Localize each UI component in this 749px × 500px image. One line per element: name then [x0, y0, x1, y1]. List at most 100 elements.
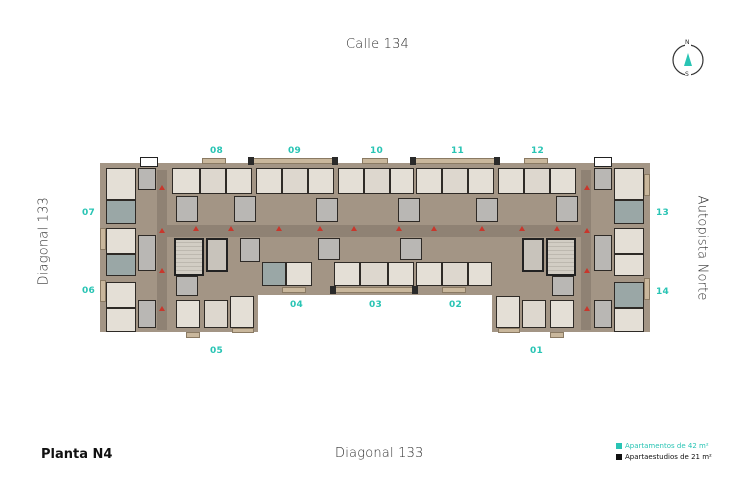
door-marker-icon — [519, 226, 525, 231]
door-marker-icon — [276, 226, 282, 231]
street-label-right: Autopista Norte — [694, 195, 710, 301]
room — [522, 300, 546, 328]
room — [468, 168, 494, 194]
pillar — [412, 286, 418, 294]
pillar — [594, 157, 612, 167]
legend-label: Apartaestudios de 21 m² — [625, 453, 712, 461]
door-marker-icon — [584, 268, 590, 273]
room — [442, 168, 468, 194]
room — [106, 254, 136, 276]
pillar — [140, 157, 158, 167]
pillar — [248, 157, 254, 165]
door-marker-icon — [193, 226, 199, 231]
balcony — [550, 332, 564, 338]
corridor-right — [581, 170, 591, 330]
room — [176, 300, 200, 328]
room — [106, 168, 136, 200]
room — [614, 308, 644, 332]
room — [106, 308, 136, 332]
unit-label-05: 05 — [210, 346, 224, 356]
balcony — [100, 280, 106, 302]
room — [468, 262, 492, 286]
unit-label-07: 07 — [82, 208, 96, 218]
room — [594, 300, 612, 328]
corridor-left — [157, 170, 167, 330]
door-marker-icon — [584, 306, 590, 311]
room — [364, 168, 390, 194]
legend: Apartamentos de 42 m² Apartaestudios de … — [616, 442, 712, 461]
door-marker-icon — [431, 226, 437, 231]
room — [552, 276, 574, 296]
pillar — [332, 157, 338, 165]
room — [106, 228, 136, 254]
door-marker-icon — [159, 268, 165, 273]
elevator-core-right — [522, 238, 544, 272]
street-label-left: Diagonal 133 — [36, 196, 52, 286]
balcony — [498, 328, 520, 333]
balcony — [644, 174, 650, 196]
unit-label-04: 04 — [290, 300, 304, 310]
legend-item-studios: Apartaestudios de 21 m² — [616, 453, 712, 461]
door-marker-icon — [584, 228, 590, 233]
door-marker-icon — [317, 226, 323, 231]
unit-label-14: 14 — [656, 287, 670, 297]
balcony — [282, 287, 306, 293]
room — [106, 200, 136, 224]
balcony — [202, 158, 226, 164]
room — [442, 262, 468, 286]
room — [476, 198, 498, 222]
room — [594, 168, 612, 190]
pillar — [330, 286, 336, 294]
room — [234, 196, 256, 222]
balcony — [412, 158, 498, 164]
unit-label-02: 02 — [449, 300, 463, 310]
balcony — [100, 228, 106, 250]
balcony — [250, 158, 336, 164]
balcony — [644, 278, 650, 300]
unit-label-09: 09 — [288, 146, 302, 156]
legend-swatch-black — [616, 454, 622, 460]
door-marker-icon — [396, 226, 402, 231]
room — [498, 168, 524, 194]
pillar — [494, 157, 500, 165]
room — [200, 168, 226, 194]
room — [398, 198, 420, 222]
door-marker-icon — [159, 228, 165, 233]
room — [614, 168, 644, 200]
room — [286, 262, 312, 286]
room — [614, 282, 644, 308]
room — [338, 168, 364, 194]
room — [416, 168, 442, 194]
room — [416, 262, 442, 286]
corridor-main — [160, 225, 590, 237]
room — [334, 262, 360, 286]
elevator-core-left — [206, 238, 228, 272]
room — [176, 196, 198, 222]
room — [400, 238, 422, 260]
stair-core-right — [546, 238, 576, 276]
room — [614, 200, 644, 224]
unit-label-08: 08 — [210, 146, 224, 156]
room — [614, 228, 644, 254]
room — [388, 262, 414, 286]
compass: N S — [670, 39, 706, 78]
compass-south: S — [685, 71, 689, 78]
unit-label-03: 03 — [369, 300, 383, 310]
room — [172, 168, 200, 194]
door-marker-icon — [228, 226, 234, 231]
unit-label-10: 10 — [370, 146, 384, 156]
floor-title: Planta N4 — [41, 447, 113, 462]
room — [496, 296, 520, 328]
room — [230, 296, 254, 328]
stair-core-left — [174, 238, 204, 276]
unit-label-01: 01 — [530, 346, 544, 356]
unit-label-11: 11 — [451, 146, 465, 156]
room — [204, 300, 228, 328]
room — [176, 276, 198, 296]
room — [316, 198, 338, 222]
unit-label-12: 12 — [531, 146, 545, 156]
pillar — [410, 157, 416, 165]
door-marker-icon — [351, 226, 357, 231]
legend-label: Apartamentos de 42 m² — [625, 442, 709, 450]
room — [138, 235, 156, 271]
